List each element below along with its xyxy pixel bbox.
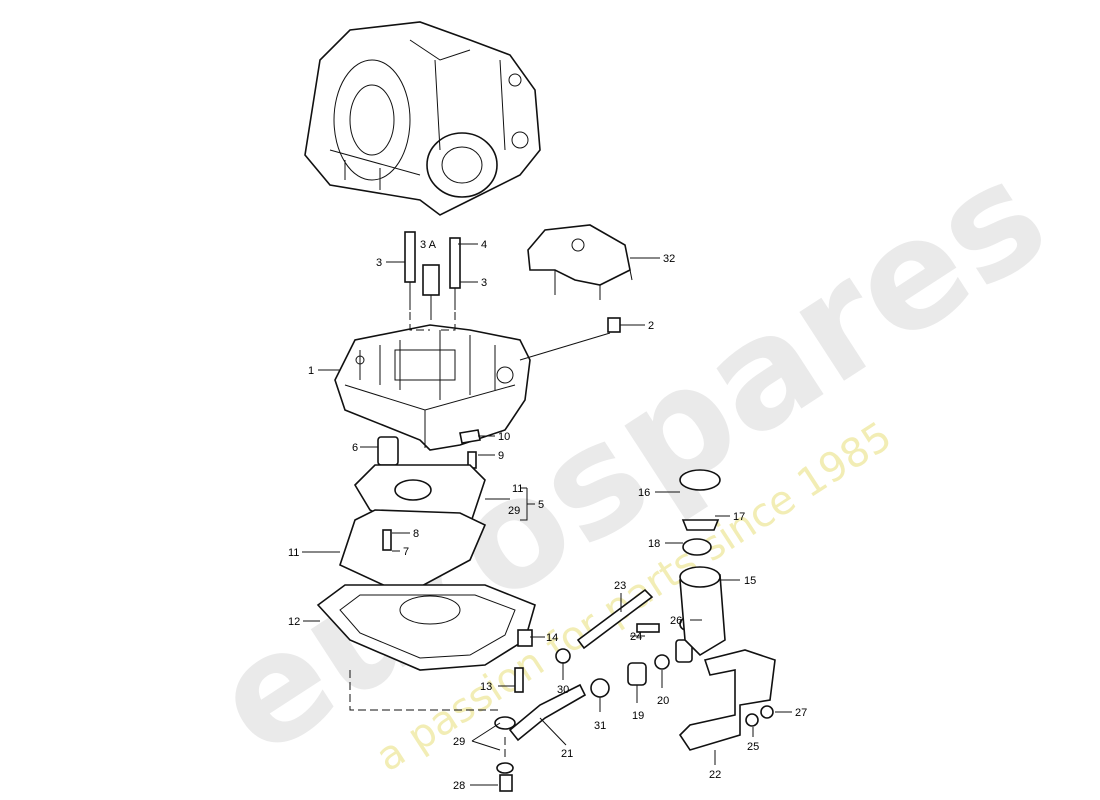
leader-lines [302, 243, 792, 786]
bracket [527, 224, 633, 300]
label-31: 31 [594, 720, 606, 732]
label-17: 17 [733, 511, 745, 523]
label-27: 27 [795, 707, 807, 719]
label-13: 13 [480, 681, 492, 693]
shift-cable [519, 317, 621, 361]
label-11-top: 11 [512, 483, 523, 495]
label-14: 14 [546, 632, 558, 644]
reservoir-assembly [678, 469, 776, 751]
label-1: 1 [308, 365, 314, 377]
label-11-bottom: 11 [288, 547, 299, 559]
label-6: 6 [352, 442, 358, 454]
label-8: 8 [413, 528, 419, 540]
label-29-bottom: 29 [453, 736, 465, 748]
label-32: 32 [663, 253, 675, 265]
label-25: 25 [747, 741, 759, 753]
label-12: 12 [288, 616, 300, 628]
transmission-housing [304, 21, 541, 216]
label-28: 28 [453, 780, 465, 792]
watermark-brand: eurospares [185, 128, 1075, 790]
label-26: 26 [670, 615, 682, 627]
label-30: 30 [557, 684, 569, 696]
solenoid-valves [404, 231, 461, 331]
label-9: 9 [498, 450, 504, 462]
lower-hose-parts [349, 588, 693, 792]
label-4: 4 [481, 239, 487, 251]
label-21: 21 [561, 748, 573, 760]
oil-pan [316, 584, 536, 693]
label-16: 16 [638, 487, 650, 499]
label-24: 24 [630, 631, 642, 643]
label-7: 7 [403, 546, 409, 558]
label-3-right: 3 [481, 277, 487, 289]
label-2: 2 [648, 320, 654, 332]
label-5: 5 [538, 499, 544, 511]
label-29-top: 29 [508, 505, 520, 517]
label-23: 23 [614, 580, 626, 592]
label-20: 20 [657, 695, 669, 707]
label-18: 18 [648, 538, 660, 550]
label-3a: 3 A [420, 239, 437, 251]
filter-parts [339, 429, 487, 596]
valve-body [334, 324, 531, 451]
label-10: 10 [498, 431, 510, 443]
label-3-left: 3 [376, 257, 382, 269]
label-22: 22 [709, 769, 721, 781]
label-19: 19 [632, 710, 644, 722]
label-15: 15 [744, 575, 756, 587]
callout-labels: 1 2 3 3 A 3 4 32 6 10 9 11 29 5 8 7 11 1… [288, 239, 807, 792]
watermark: eurospares a passion for parts since 198… [185, 128, 1075, 790]
